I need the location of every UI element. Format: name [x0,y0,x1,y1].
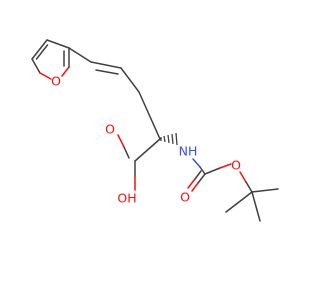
bond-c3-c4 [31,39,48,60]
bond-o-c2 [61,66,70,77]
stereo-hash-wedge [160,132,178,146]
bond-calpha-ccooh [134,138,161,162]
furan-ring [31,39,70,80]
bond-vinyl-2 [120,67,140,93]
bond-ch2-calpha [138,91,161,140]
atom-label-nh: NH [179,144,198,159]
atom-label-acid-o: O [105,122,115,137]
bond-ccooh-o-b [123,146,130,159]
bond-c3-c4-inner [35,44,49,60]
bond-ccarb-o-2-red [187,178,196,189]
bond-ccarb-oester-red [219,163,232,169]
bond-ccarb-o-2 [194,170,202,180]
bond-cq-me1 [225,191,253,213]
atom-label-ester-o: O [231,158,241,173]
bond-cq-me2 [251,188,279,193]
bond-cq-me3 [251,191,261,222]
atom-label-acid-oh: OH [117,191,136,206]
bond-ccarb-oester [204,167,221,175]
bond-c4-c5 [31,58,41,74]
bond-nh-ccarb-grey [199,166,206,175]
bond-oester-cq-red [239,171,247,183]
bond-c5-o [39,72,52,80]
bond-ccooh-o-b-red [117,134,125,148]
bond-ccarb-o-1-red [191,182,199,192]
atom-label-furan-o: O [51,74,61,89]
bond-vinyl-double [95,69,119,75]
bond-vinyl-1 [90,61,122,69]
bond-oester-cq [245,181,253,193]
molecule-structure-diagram: O OH O NH O O [31,39,279,222]
bond-c2-c3 [46,39,70,49]
bond-nh-ccarb [192,158,201,168]
atom-label-carbamate-o: O [180,190,190,205]
bond-ccarb-o-1 [197,173,206,184]
bond-furan-vinyl [68,47,92,63]
